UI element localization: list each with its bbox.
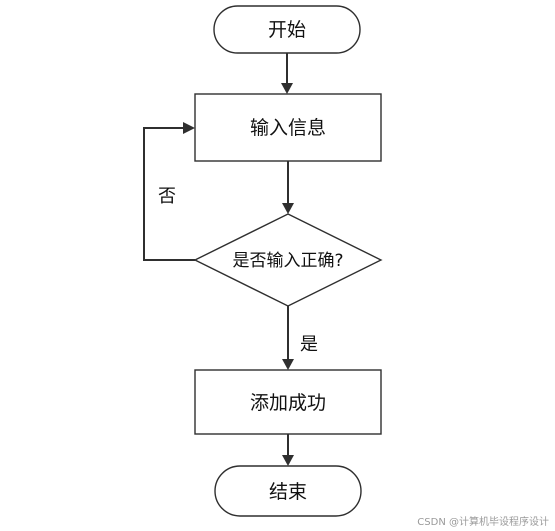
input-info-label: 输入信息 <box>250 117 326 139</box>
edge-decision-no-loop <box>143 122 195 261</box>
no-label: 否 <box>158 186 176 207</box>
input-info-node: 输入信息 <box>194 93 382 162</box>
end-node: 结束 <box>214 465 362 517</box>
start-node-label: 开始 <box>268 19 306 41</box>
start-node: 开始 <box>213 5 361 54</box>
yes-label: 是 <box>300 334 318 355</box>
edge-success-to-end <box>282 434 294 466</box>
end-node-label: 结束 <box>269 481 307 503</box>
success-label: 添加成功 <box>250 392 326 414</box>
edge-start-to-input <box>281 53 293 94</box>
decision-label: 是否输入正确? <box>232 251 343 271</box>
watermark: CSDN @计算机毕设程序设计 <box>417 515 549 528</box>
edge-decision-yes <box>282 306 294 370</box>
edge-input-to-decision <box>282 161 294 214</box>
decision-node: 是否输入正确? <box>193 213 383 307</box>
success-node: 添加成功 <box>194 369 382 435</box>
